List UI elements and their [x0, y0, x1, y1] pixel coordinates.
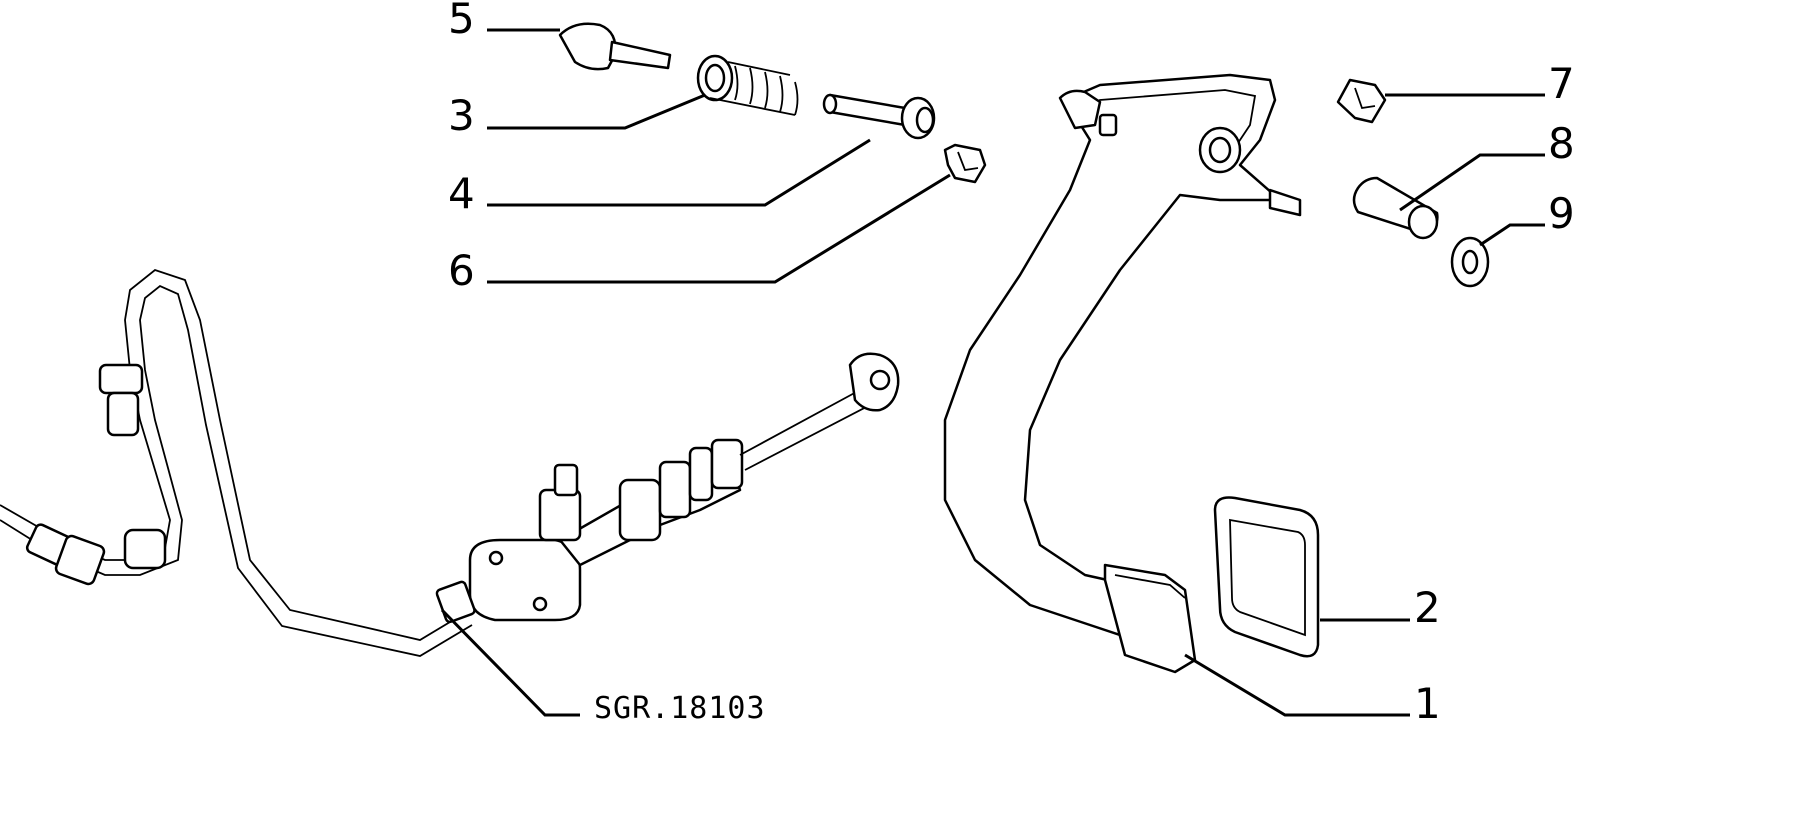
- part-6-bushing: [943, 143, 987, 184]
- callout-labels: 5 3 4 6 7 8 9 2 1 SGR.18103: [448, 0, 1575, 728]
- clutch-pedal: [943, 73, 1302, 674]
- master-cylinder: [435, 352, 900, 624]
- part-4-pin: [822, 93, 936, 140]
- pedal-pad: [1213, 496, 1320, 658]
- part-9-washer: [1450, 236, 1490, 288]
- callout-9: 9: [1548, 189, 1575, 238]
- callout-3: 3: [448, 91, 475, 140]
- part-5-clip: [558, 22, 672, 71]
- callout-6: 6: [448, 246, 475, 295]
- callout-4: 4: [448, 169, 475, 218]
- part-7-bushing: [1336, 78, 1387, 124]
- part-3-spring: [696, 54, 799, 116]
- leader-lines: [440, 28, 1545, 717]
- callout-2: 2: [1414, 583, 1441, 632]
- callout-7: 7: [1548, 59, 1575, 108]
- reference-code: SGR.18103: [594, 691, 766, 726]
- callout-8: 8: [1548, 119, 1575, 168]
- hydraulic-pipe: [0, 268, 473, 657]
- callout-1: 1: [1414, 679, 1441, 728]
- callout-5: 5: [448, 0, 475, 43]
- part-8-sleeve: [1352, 176, 1439, 240]
